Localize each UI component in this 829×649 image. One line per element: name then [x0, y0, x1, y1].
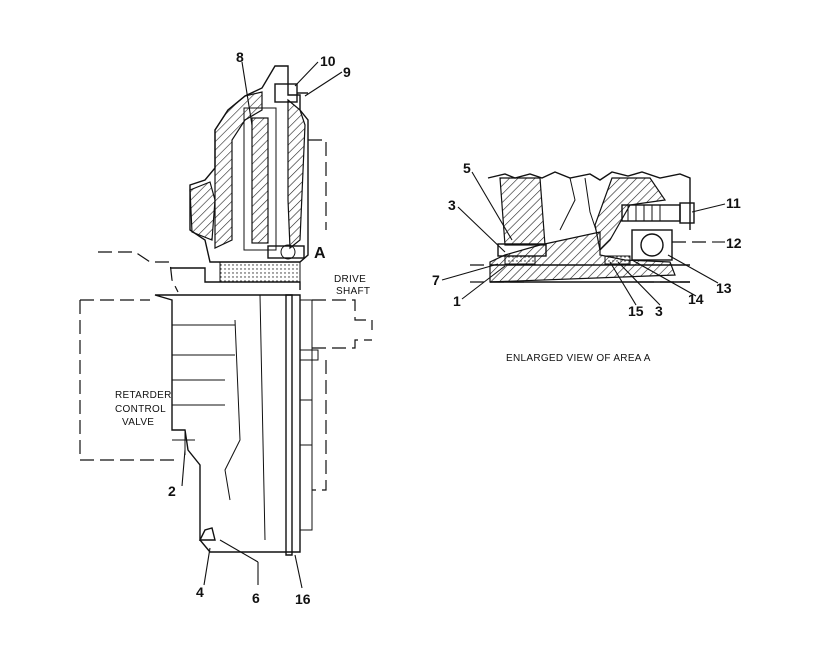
- enlarged-view-caption: ENLARGED VIEW OF AREA A: [506, 353, 651, 364]
- drive-shaft-label-line1: DRIVE: [334, 274, 366, 285]
- callout-9: 9: [343, 64, 351, 80]
- callout-12: 12: [726, 235, 742, 251]
- callout-1: 1: [453, 293, 461, 309]
- callout-10: 10: [320, 53, 336, 69]
- callout-3-right: 3: [655, 303, 663, 319]
- callout-2: 2: [168, 483, 176, 499]
- callout-16: 16: [295, 591, 311, 607]
- callout-area-a: A: [314, 245, 326, 262]
- main-section-view: [79, 65, 373, 556]
- retarder-label-line2: CONTROL: [115, 404, 166, 415]
- callout-7: 7: [432, 272, 440, 288]
- enlarged-housing: [487, 171, 691, 230]
- callout-6: 6: [252, 590, 260, 606]
- enlarged-view-leaders: [441, 171, 726, 306]
- retarder-label-line1: RETARDER: [115, 390, 172, 401]
- callout-5: 5: [463, 160, 471, 176]
- callout-15: 15: [628, 303, 644, 319]
- control-valve-outline: [79, 251, 179, 461]
- main-view-leaders: [181, 61, 343, 589]
- retarder-label-line3: VALVE: [122, 417, 154, 428]
- callout-11: 11: [726, 195, 741, 211]
- drive-shaft-label-line2: SHAFT: [336, 286, 370, 297]
- rotor-plate: [251, 117, 269, 244]
- callout-13: 13: [716, 280, 732, 296]
- callout-14: 14: [688, 291, 704, 307]
- enlarged-view-area-a: [470, 171, 712, 283]
- transmission-body: [154, 294, 301, 553]
- callout-3-left: 3: [448, 197, 456, 213]
- callout-8: 8: [236, 49, 244, 65]
- callout-4: 4: [196, 584, 204, 600]
